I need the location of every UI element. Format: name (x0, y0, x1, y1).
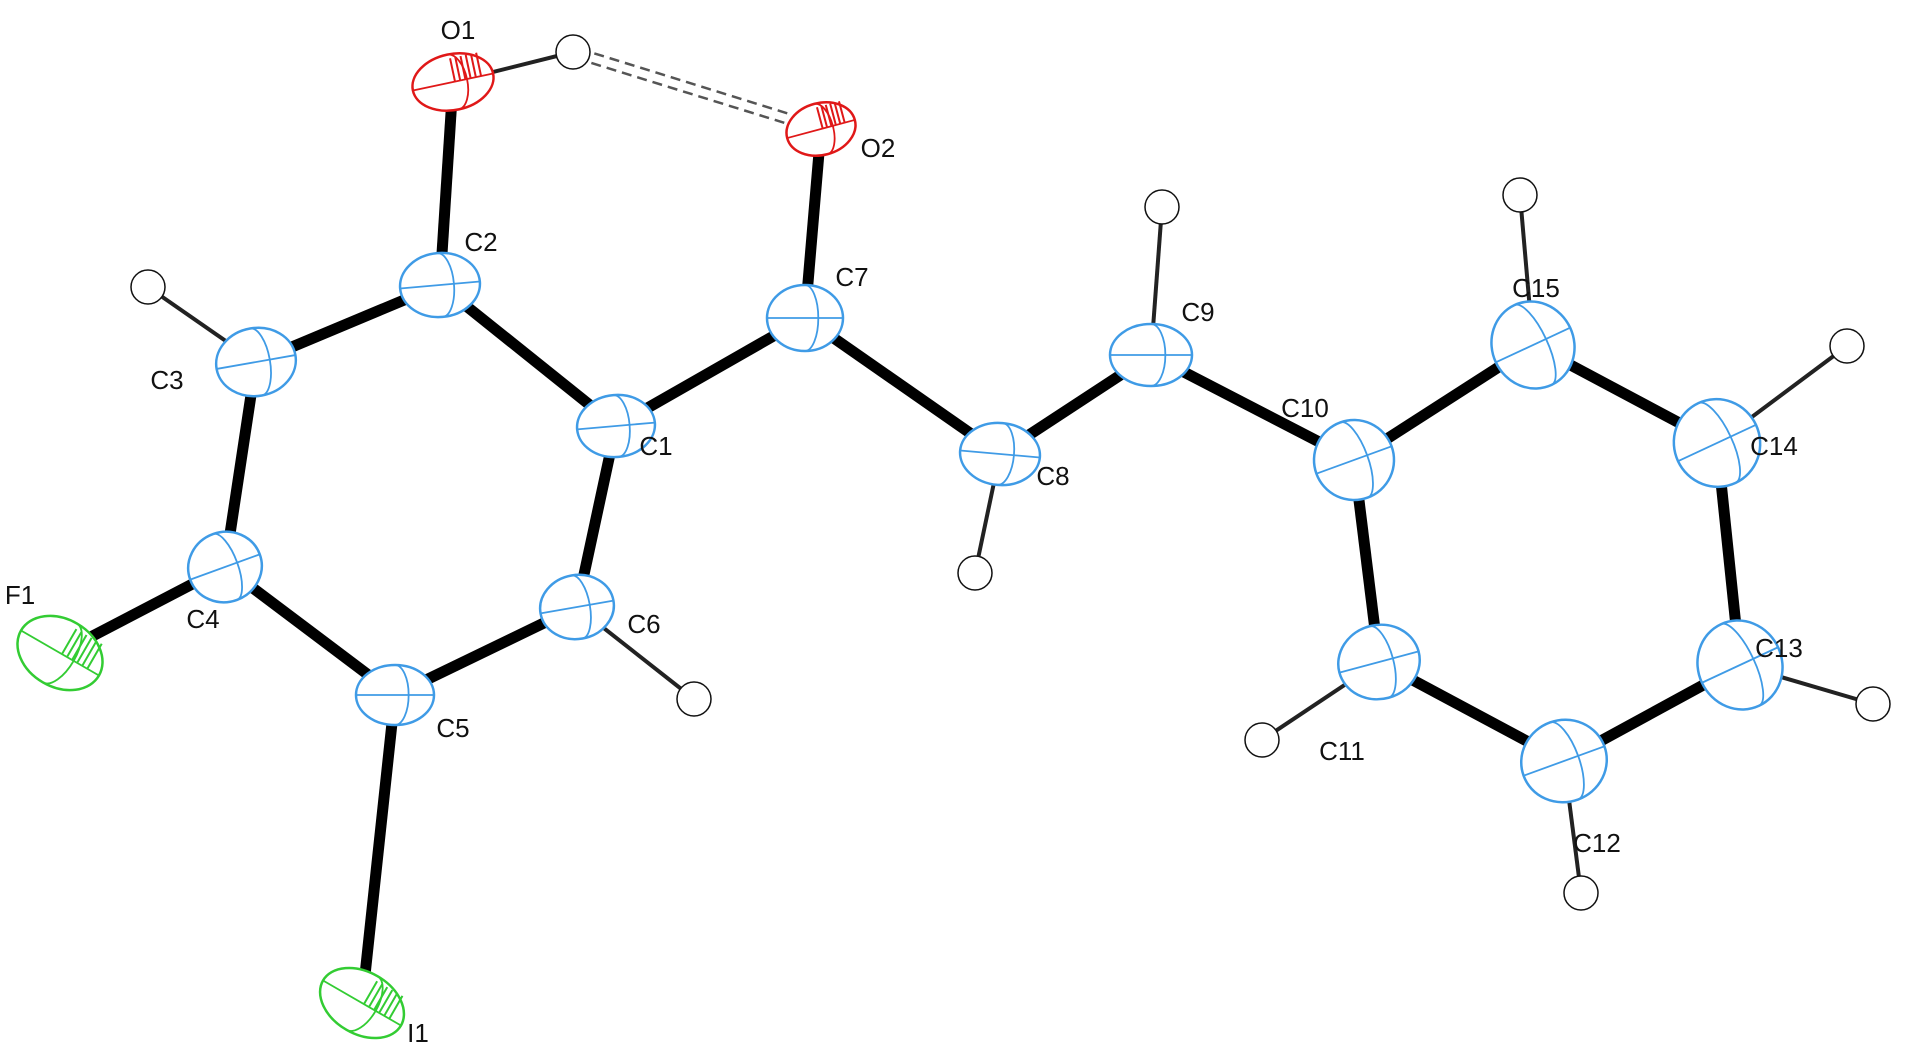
atom-c4 (186, 530, 264, 604)
hydrogen-atom-on-c3 (130, 269, 166, 305)
atom-f1 (16, 614, 104, 692)
atom-label-c1: C1 (639, 431, 672, 461)
atom-label-c4: C4 (186, 604, 219, 634)
atom-o2 (785, 101, 857, 157)
atom-label-c3: C3 (150, 365, 183, 395)
bond-c1-c2 (436, 280, 620, 431)
atom-label-c2: C2 (464, 227, 497, 257)
hydrogen-bond-line-1 (590, 61, 791, 126)
hydrogen-atom-on-c15 (1502, 177, 1538, 213)
atom-label-c12: C12 (1573, 828, 1621, 858)
atom-c15 (1490, 300, 1576, 390)
atom-c12 (1519, 718, 1609, 804)
atom-o1 (411, 52, 495, 112)
atom-label-c11: C11 (1319, 736, 1365, 766)
hydrogen-atom-on-c8 (957, 555, 993, 591)
bond-c7-c8 (801, 313, 1004, 459)
bonds-layer (57, 50, 1874, 1004)
bond-c5-i1 (356, 694, 401, 1004)
hydrogen-atom-on-o1 (555, 34, 591, 70)
atom-c13 (1696, 619, 1784, 711)
atom-label-c15: C15 (1512, 273, 1560, 303)
atom-c6 (538, 573, 616, 641)
atom-label-c10: C10 (1281, 393, 1329, 423)
atom-label-c7: C7 (835, 262, 868, 292)
hydrogen-bond-layer (590, 52, 794, 126)
atom-label-c6: C6 (627, 609, 660, 639)
hydrogen-atom-on-c9 (1144, 189, 1180, 225)
hydrogen-atom-on-c14 (1829, 328, 1865, 364)
hydrogen-atom-on-c12 (1563, 875, 1599, 911)
atom-label-o2: O2 (861, 133, 896, 163)
atom-c10 (1312, 418, 1396, 502)
bond-c2-o1 (434, 81, 459, 286)
atom-c11 (1337, 623, 1421, 701)
atom-c3 (214, 326, 298, 398)
atom-c14 (1672, 397, 1762, 489)
atom-label-c13: C13 (1755, 633, 1803, 663)
atom-i1 (318, 966, 406, 1040)
hydrogen-bond-line-2 (593, 52, 794, 117)
atom-c5 (354, 663, 436, 727)
atom-label-c5: C5 (436, 713, 469, 743)
atom-label-c8: C8 (1036, 461, 1069, 491)
atom-label-f1: F1 (5, 580, 35, 610)
atom-c9 (1108, 322, 1194, 388)
atoms-layer (16, 34, 1891, 1040)
atom-c2 (398, 251, 482, 319)
atom-label-o1: O1 (441, 15, 476, 45)
hydrogen-atom-on-c11 (1244, 722, 1280, 758)
atom-label-c9: C9 (1181, 297, 1214, 327)
atom-label-c14: C14 (1750, 431, 1798, 461)
atom-c7 (765, 283, 845, 353)
atom-label-i1: I1 (407, 1018, 429, 1045)
hydrogen-atom-on-c13 (1855, 686, 1891, 722)
atom-c1 (575, 393, 657, 459)
atom-c8 (958, 421, 1042, 487)
hydrogen-atom-on-c6 (676, 681, 712, 717)
